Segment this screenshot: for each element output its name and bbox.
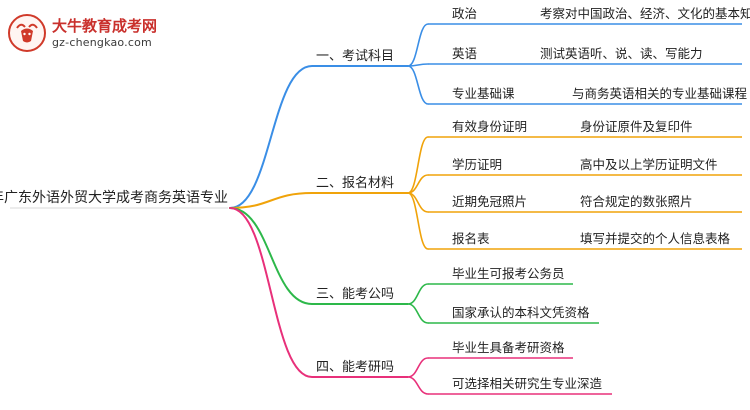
leaf-label: 毕业生具备考研资格	[452, 340, 565, 355]
leaf-label: 报名表	[452, 231, 490, 246]
root-branch-edge	[229, 192, 313, 209]
leaf-detail: 与商务英语相关的专业基础课程	[572, 86, 748, 101]
logo-name: 大牛教育成考网	[52, 17, 158, 35]
branch-label: 二、报名材料	[316, 175, 394, 191]
leaf-detail: 高中及以上学历证明文件	[580, 157, 718, 172]
item-edge	[407, 65, 429, 105]
root-branch-edge	[229, 207, 313, 305]
leaf-detail: 符合规定的数张照片	[580, 194, 693, 209]
root-node: 2025年广东外语外贸大学成考商务英语专业	[0, 189, 228, 206]
item-edge	[407, 192, 429, 250]
item-edge	[407, 174, 429, 194]
branch-label: 四、能考研吗	[316, 360, 394, 375]
leaf-detail: 填写并提交的个人信息表格	[580, 231, 731, 246]
bull-logo-icon	[8, 14, 46, 52]
branch-label: 一、考试科目	[316, 49, 394, 64]
leaf-label: 可选择相关研究生专业深造	[452, 376, 603, 391]
root-branch-edge	[229, 207, 313, 378]
root-branch-edge	[229, 65, 313, 209]
leaf-detail: 身份证原件及复印件	[580, 119, 693, 134]
leaf-label: 英语	[452, 46, 477, 61]
edges	[10, 23, 742, 395]
item-edge	[407, 23, 429, 67]
leaf-label: 专业基础课	[452, 86, 515, 101]
branch-label: 三、能考公吗	[316, 287, 394, 302]
item-edge	[407, 376, 429, 395]
site-logo: 大牛教育成考网 gz-chengkao.com	[8, 14, 198, 54]
leaf-detail: 考察对中国政治、经济、文化的基本知识	[540, 6, 750, 21]
leaf-label: 学历证明	[452, 157, 502, 172]
leaf-label: 国家承认的本科文凭资格	[452, 305, 590, 320]
item-edge	[407, 136, 429, 194]
item-edge	[407, 283, 429, 305]
logo-url: gz-chengkao.com	[52, 36, 152, 49]
item-edge	[407, 303, 429, 324]
labels: 2025年广东外语外贸大学成考商务英语专业 一、考试科目 政治 考察对中国政治、经济、…	[0, 6, 750, 391]
leaf-label: 有效身份证明	[452, 119, 527, 134]
leaf-label: 近期免冠照片	[452, 194, 527, 209]
leaf-label: 毕业生可报考公务员	[452, 266, 565, 281]
leaf-detail: 测试英语听、说、读、写能力	[540, 46, 703, 61]
leaf-label: 政治	[452, 6, 477, 21]
item-edge	[407, 357, 429, 378]
